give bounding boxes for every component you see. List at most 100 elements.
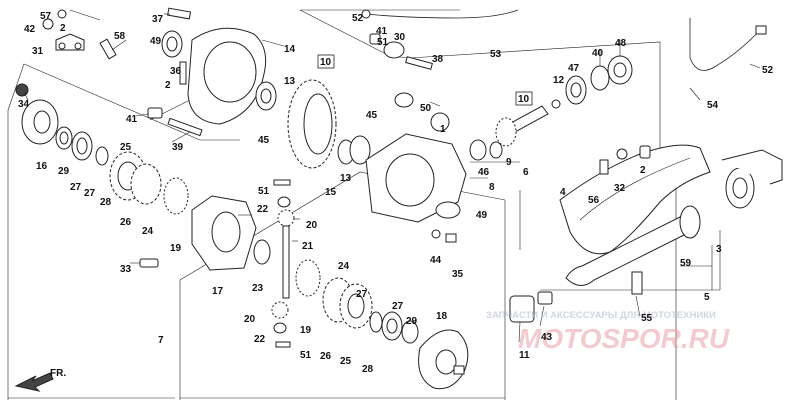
- callout-15: 15: [325, 187, 337, 198]
- callout-box: [515, 91, 533, 106]
- spline-cluster: [509, 291, 553, 323]
- callout-14: 14: [284, 44, 296, 55]
- breather-tube-53: [365, 9, 519, 19]
- callout-20: 20: [306, 220, 318, 231]
- callout-12: 12: [553, 75, 565, 86]
- callout-47: 47: [568, 63, 580, 74]
- callout-57: 57: [40, 11, 52, 22]
- callout-23: 23: [252, 283, 264, 294]
- callout-39: 39: [172, 142, 184, 153]
- callout-26: 26: [320, 351, 332, 362]
- housing-cluster: [161, 7, 467, 243]
- leader-lines: [23, 9, 761, 343]
- watermark: ЗАПЧАСТИ И АКСЕССУАРЫ ДЛЯ МОТОТЕХНИКИ MO…: [486, 310, 730, 354]
- bolt-part: [445, 233, 457, 243]
- front-direction-arrow: FR.: [14, 368, 66, 392]
- callout-55: 55: [641, 313, 653, 324]
- callout-51: 51: [377, 37, 389, 48]
- callout-53: 53: [490, 49, 502, 60]
- cap-part: [430, 112, 450, 132]
- ring-part: [95, 146, 109, 166]
- callout-10: 10: [518, 94, 530, 105]
- bevel-gear-part: [163, 177, 189, 215]
- seal-part: [435, 201, 461, 219]
- breather-cluster: [361, 9, 767, 71]
- callout-35: 35: [452, 269, 464, 280]
- callout-16: 16: [36, 161, 48, 172]
- pinion-cluster: [469, 55, 633, 179]
- callout-26: 26: [120, 217, 132, 228]
- callout-49: 49: [476, 210, 488, 221]
- washer-part: [551, 99, 561, 109]
- bolt-part: [631, 271, 643, 295]
- seal-inner: [613, 62, 627, 78]
- callout-52: 52: [762, 65, 774, 76]
- gear-case-bore: [385, 153, 435, 207]
- callout-19: 19: [300, 325, 312, 336]
- callout-54: 54: [707, 100, 719, 111]
- watermark-logo: MOTOSPOR.RU: [518, 323, 730, 354]
- washer-part: [273, 322, 287, 334]
- washer-part: [277, 196, 291, 208]
- callout-17: 17: [212, 286, 224, 297]
- bearing-inner: [260, 88, 272, 104]
- gear-part: [130, 163, 162, 205]
- arrow-icon: [14, 372, 54, 392]
- callout-13: 13: [340, 173, 352, 184]
- washer-part: [431, 229, 441, 239]
- cap-part: [639, 145, 651, 159]
- callout-36: 36: [170, 66, 182, 77]
- ring-part: [369, 311, 383, 333]
- ring-part: [590, 65, 610, 91]
- callout-29: 29: [58, 166, 70, 177]
- housing-bore: [203, 41, 257, 103]
- flange-center: [435, 349, 457, 375]
- callout-2: 2: [640, 165, 646, 176]
- bushing-part: [383, 41, 405, 59]
- callout-9: 9: [506, 157, 512, 168]
- ring-part: [489, 141, 503, 159]
- callout-43: 43: [541, 332, 553, 343]
- bolt-part: [99, 38, 117, 60]
- pinion-gear-part: [495, 117, 517, 147]
- callout-51: 51: [258, 186, 270, 197]
- callout-2: 2: [165, 80, 171, 91]
- callout-52: 52: [352, 13, 364, 24]
- callout-56: 56: [588, 195, 600, 206]
- lower-cluster: [253, 179, 469, 390]
- callout-33: 33: [120, 264, 132, 275]
- callout-22: 22: [257, 204, 269, 215]
- callout-box: [317, 54, 335, 69]
- callout-7: 7: [158, 335, 164, 346]
- watermark-tagline: ЗАПЧАСТИ И АКСЕССУАРЫ ДЛЯ МОТОТЕХНИКИ: [486, 310, 716, 321]
- callout-21: 21: [302, 241, 314, 252]
- callout-25: 25: [120, 142, 132, 153]
- fitting-part: [755, 25, 767, 35]
- washer-part: [57, 9, 67, 19]
- callout-44: 44: [430, 255, 442, 266]
- callout-4: 4: [560, 187, 566, 198]
- seal-inner: [166, 36, 178, 52]
- o-ring-part: [394, 92, 414, 108]
- pinion-gear-part: [277, 209, 295, 227]
- bolt-hole: [58, 42, 66, 50]
- callout-28: 28: [100, 197, 112, 208]
- callout-30: 30: [394, 32, 406, 43]
- callout-42: 42: [24, 24, 36, 35]
- pinion-gear-part: [271, 301, 289, 319]
- nut-part: [147, 107, 163, 119]
- seal-inner: [386, 318, 398, 334]
- callout-2: 2: [60, 23, 66, 34]
- bolt-part: [167, 117, 203, 137]
- thrust-washer-part: [253, 239, 271, 265]
- callout-20: 20: [244, 314, 256, 325]
- callout-41: 41: [376, 26, 388, 37]
- hub-center: [33, 110, 51, 134]
- bolt-part: [599, 159, 609, 175]
- stud-part: [179, 61, 187, 85]
- ring-part: [401, 320, 419, 344]
- spline-coupling-part: [509, 295, 535, 323]
- callout-45: 45: [366, 110, 378, 121]
